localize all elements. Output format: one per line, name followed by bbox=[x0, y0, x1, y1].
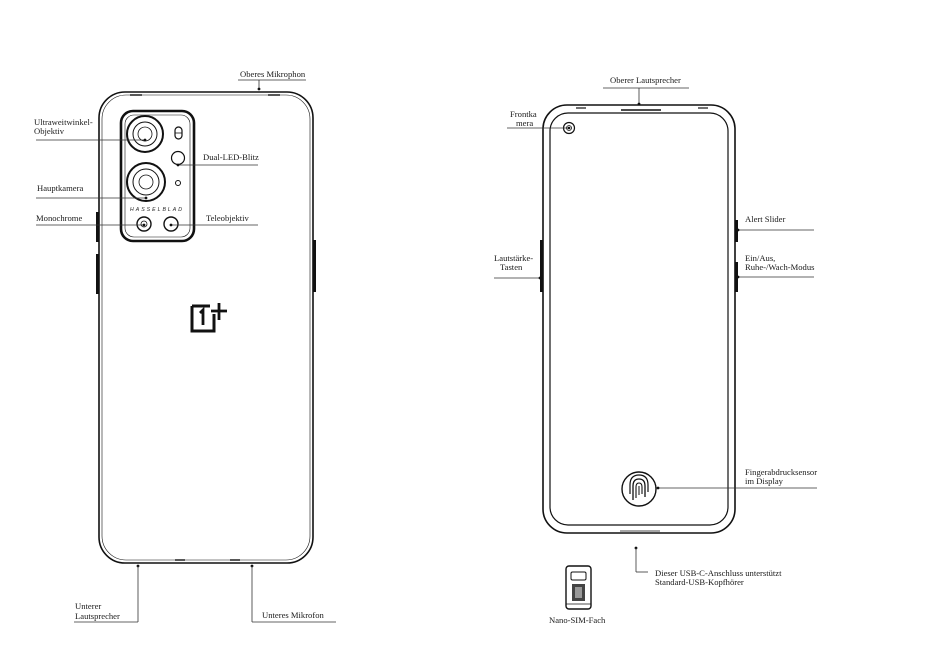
svg-text:Unterer: Unterer bbox=[75, 601, 101, 611]
svg-text:Dual-LED-Blitz: Dual-LED-Blitz bbox=[203, 152, 259, 162]
svg-text:Objektiv: Objektiv bbox=[34, 126, 65, 136]
callout-alert-slider: Alert Slider bbox=[736, 214, 814, 232]
callout-flash: Dual-LED-Blitz bbox=[176, 152, 259, 167]
callout-sim-tray: Nano-SIM-Fach bbox=[549, 615, 606, 625]
front-screen bbox=[549, 112, 729, 526]
svg-text:Monochrome: Monochrome bbox=[36, 213, 82, 223]
oneplus-logo: 1+ bbox=[0, 0, 227, 333]
power-button bbox=[735, 262, 738, 292]
logo-text: 1+ bbox=[0, 0, 2, 1]
callout-power: Ein/Aus, Ruhe-/Wach-Modus bbox=[736, 253, 815, 279]
svg-text:Unteres Mikrofon: Unteres Mikrofon bbox=[262, 610, 325, 620]
front-body-outer bbox=[542, 104, 736, 534]
callout-main-camera: Hauptkamera bbox=[36, 183, 148, 200]
back-left-button-2 bbox=[96, 254, 99, 294]
back-body-outer bbox=[98, 91, 314, 564]
phone-back-view: HASSELBLAD 1+ Oberes Mikrophon Ultraweit… bbox=[0, 0, 336, 623]
svg-text:mera: mera bbox=[516, 118, 533, 128]
svg-text:Lautstärke-: Lautstärke- bbox=[494, 253, 533, 263]
svg-text:Nano-SIM-Fach: Nano-SIM-Fach bbox=[549, 615, 606, 625]
svg-text:Hauptkamera: Hauptkamera bbox=[37, 183, 83, 193]
svg-text:Fingerabdrucksensor: Fingerabdrucksensor bbox=[745, 467, 817, 477]
camera-module bbox=[119, 109, 196, 243]
svg-text:Oberes Mikrophon: Oberes Mikrophon bbox=[240, 69, 306, 79]
callout-front-camera: Frontka mera bbox=[507, 109, 571, 130]
phone-front-view: Oberer Lautsprecher Frontka mera Alert S… bbox=[494, 75, 817, 625]
callout-top-speaker: Oberer Lautsprecher bbox=[603, 75, 689, 106]
svg-text:Ruhe-/Wach-Modus: Ruhe-/Wach-Modus bbox=[745, 262, 815, 272]
main-camera-lens-icon bbox=[126, 162, 166, 202]
callout-volume: Lautstärke- Tasten bbox=[494, 253, 542, 280]
dual-led-flash-icon bbox=[170, 150, 186, 166]
svg-text:Teleobjektiv: Teleobjektiv bbox=[206, 213, 250, 223]
callout-bottom-mic: Unteres Mikrofon bbox=[250, 564, 336, 623]
callout-telephoto: Teleobjektiv bbox=[169, 213, 258, 227]
callout-fingerprint: Fingerabdrucksensor im Display bbox=[656, 467, 817, 490]
callout-usb-c: Dieser USB-C-Anschluss unterstützt Stand… bbox=[634, 546, 782, 587]
svg-text:Frontka: Frontka bbox=[510, 109, 537, 119]
svg-text:Dieser USB-C-Anschluss unterst: Dieser USB-C-Anschluss unterstützt bbox=[655, 568, 782, 578]
ultrawide-lens-icon bbox=[126, 115, 164, 153]
callout-ultrawide: Ultraweitwinkel- Objektiv bbox=[34, 117, 147, 142]
nano-sim-tray-icon bbox=[565, 565, 592, 610]
flash-pill-icon bbox=[174, 126, 183, 140]
svg-text:Tasten: Tasten bbox=[500, 262, 523, 272]
monochrome-lens-icon bbox=[136, 216, 152, 232]
callout-monochrome: Monochrome bbox=[36, 213, 146, 227]
back-body-inner bbox=[101, 94, 311, 561]
camera-brand-text: HASSELBLAD bbox=[130, 207, 184, 213]
callout-top-microphone: Oberes Mikrophon bbox=[238, 69, 306, 91]
alert-slider-button bbox=[735, 220, 738, 242]
volume-buttons bbox=[540, 240, 543, 292]
back-left-button-1 bbox=[96, 212, 99, 242]
svg-text:Lautsprecher: Lautsprecher bbox=[75, 611, 120, 621]
telephoto-lens-icon bbox=[163, 216, 179, 232]
svg-text:Ultraweitwinkel-: Ultraweitwinkel- bbox=[34, 117, 93, 127]
fingerprint-icon bbox=[621, 471, 657, 507]
svg-text:Standard-USB-Kopfhörer: Standard-USB-Kopfhörer bbox=[655, 577, 744, 587]
svg-text:Ein/Aus,: Ein/Aus, bbox=[745, 253, 775, 263]
sensor-dot-icon bbox=[175, 180, 181, 186]
callout-bottom-speaker: Unterer Lautsprecher bbox=[74, 564, 140, 623]
svg-text:Oberer Lautsprecher: Oberer Lautsprecher bbox=[610, 75, 681, 85]
svg-text:im Display: im Display bbox=[745, 476, 784, 486]
back-right-button bbox=[313, 240, 316, 292]
svg-text:Alert Slider: Alert Slider bbox=[745, 214, 785, 224]
